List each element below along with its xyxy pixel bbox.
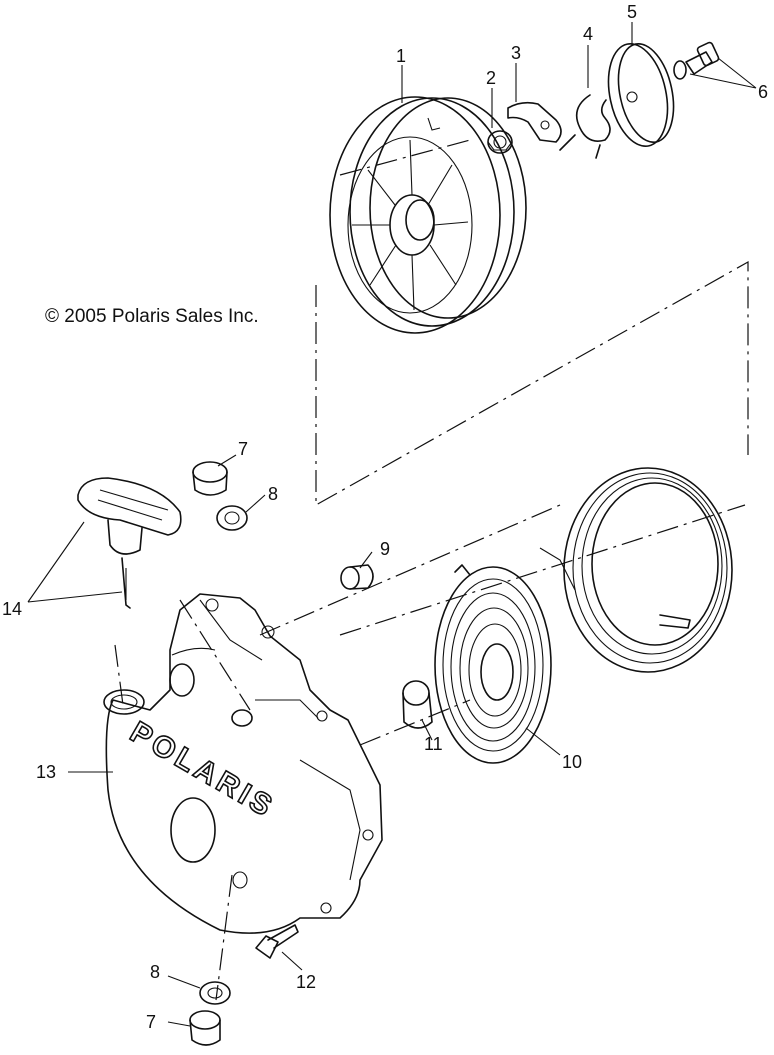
polaris-logo: POLARIS <box>125 715 281 824</box>
spring-clip <box>559 94 611 159</box>
copyright-notice: © 2005 Polaris Sales Inc. <box>45 306 259 327</box>
callout-1: 1 <box>396 46 406 66</box>
callout-3: 3 <box>511 43 521 63</box>
callout-7-top: 7 <box>238 439 248 459</box>
callout-7-bottom: 7 <box>146 1012 156 1032</box>
callout-4: 4 <box>583 24 593 44</box>
assembly-centerlines <box>114 139 749 1001</box>
spring-housing-ring <box>539 467 733 673</box>
callout-8-top: 8 <box>268 484 278 504</box>
callout-12: 12 <box>296 972 316 992</box>
callout-9: 9 <box>380 539 390 559</box>
washer-bottom <box>199 981 231 1005</box>
housing-bolt <box>255 924 299 959</box>
bolt-and-washer <box>673 41 720 80</box>
callout-14: 14 <box>2 599 22 619</box>
washer-top <box>216 505 248 531</box>
callout-5: 5 <box>627 2 637 22</box>
callout-2: 2 <box>486 68 496 88</box>
rope-pulley <box>329 96 527 334</box>
starter-handle <box>77 477 182 609</box>
callout-13: 13 <box>36 762 56 782</box>
recoil-spring <box>434 564 552 764</box>
leader-lines <box>27 22 757 1027</box>
retainer-plate <box>607 42 675 147</box>
plug-cap-bottom <box>189 1010 221 1046</box>
spring-bushing <box>402 680 433 729</box>
small-bushing <box>487 130 513 154</box>
sleeve-bushing <box>340 564 374 590</box>
callout-labels: 1 2 3 4 5 6 7 8 9 10 11 12 13 14 8 7 <box>2 2 768 1032</box>
ratchet-pawl <box>507 101 562 143</box>
plug-cap-top <box>192 461 228 496</box>
callout-6: 6 <box>758 82 768 102</box>
starter-housing: POLARIS <box>103 593 383 934</box>
callout-11: 11 <box>424 734 443 754</box>
callout-10: 10 <box>562 752 582 772</box>
callout-8-bottom: 8 <box>150 962 160 982</box>
